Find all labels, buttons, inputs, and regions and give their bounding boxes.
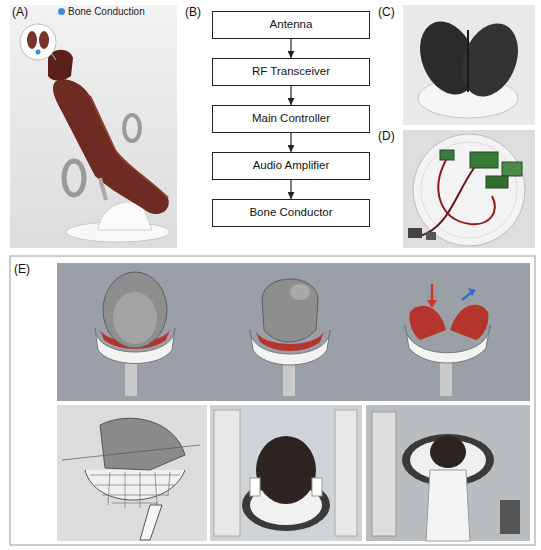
head-render-1 — [95, 272, 175, 396]
head-render-1-part — [113, 292, 157, 344]
circuit-photo-part — [403, 130, 535, 248]
legend-dot — [58, 8, 65, 15]
circuit-photo-part — [440, 150, 454, 160]
head-render-1-part — [125, 360, 137, 396]
device-photo-lying — [366, 405, 530, 541]
device-photo-top-part — [335, 410, 357, 536]
process-box: Main Controller — [212, 105, 370, 133]
device-photo-lying-part — [500, 500, 520, 534]
dental-chair-render-part — [20, 24, 56, 60]
mesh-render-part — [90, 475, 180, 503]
circuit-photo — [403, 130, 535, 248]
headrest-photo-part — [403, 5, 535, 125]
legend-entry: Bone Conduction — [58, 6, 145, 17]
head-render-3-part — [462, 292, 472, 300]
box-label: Bone Conductor — [249, 206, 332, 220]
head-render-3-part — [450, 305, 488, 340]
head-render-3-part — [427, 300, 437, 308]
headrest-photo — [403, 5, 535, 125]
dental-chair-render-part — [100, 178, 106, 200]
mesh-render-part — [57, 405, 207, 541]
device-photo-top — [210, 405, 362, 541]
dental-chair-render-part — [64, 161, 84, 195]
dental-chair-render — [10, 5, 177, 248]
dental-chair-render-part — [48, 50, 73, 81]
mesh-render-part — [108, 472, 170, 508]
box-label: RF Transceiver — [252, 65, 330, 79]
box-label: Antenna — [270, 18, 313, 32]
circuit-photo-part — [408, 228, 422, 238]
panel-label: (D) — [378, 129, 395, 143]
circuit-photo-part — [421, 142, 517, 238]
dental-chair-render-part — [39, 31, 49, 49]
process-box: Antenna — [212, 11, 370, 39]
headrest-photo-part — [467, 30, 469, 92]
circuit-photo-part — [426, 232, 436, 240]
device-photo-top-part — [214, 410, 240, 536]
mesh-render-part — [140, 505, 162, 540]
dental-chair-render-part — [36, 50, 41, 55]
circuit-photo-part — [486, 176, 508, 188]
panel-label: (B) — [185, 5, 201, 19]
process-box: Bone Conductor — [212, 199, 370, 227]
circuit-photo-part — [502, 162, 522, 176]
head-render-2 — [250, 279, 330, 396]
panel-e-frame-part — [57, 263, 530, 401]
legend-text: Bone Conduction — [68, 6, 145, 17]
device-photo-top-part — [256, 436, 316, 504]
process-box: Audio Amplifier — [212, 152, 370, 180]
device-photo-lying-part — [426, 470, 470, 541]
mesh-render-part — [100, 418, 185, 470]
panel-e-frame-part — [10, 256, 535, 545]
device-photo-lying-part — [430, 436, 466, 468]
head-render-3-part — [440, 360, 452, 396]
head-render-2-part — [262, 279, 318, 342]
circuit-photo-part — [470, 152, 498, 168]
device-photo-lying-part — [372, 412, 396, 536]
box-label: Main Controller — [252, 112, 330, 126]
headrest-photo-part — [452, 15, 529, 105]
process-box: RF Transceiver — [212, 58, 370, 86]
head-render-3-part — [409, 306, 446, 340]
flow-arrow — [290, 39, 291, 58]
dental-chair-render-part — [124, 115, 140, 141]
panel-label: (C) — [378, 5, 395, 19]
device-photo-top-part — [312, 478, 322, 496]
dental-chair-render-part — [53, 79, 169, 214]
head-render-3-part — [468, 288, 476, 296]
mesh-render-part — [62, 445, 200, 460]
device-photo-top-part — [210, 405, 362, 541]
dental-chair-render-part — [52, 54, 56, 60]
panel-label: (E) — [14, 262, 30, 276]
device-photo-top-part — [250, 478, 260, 496]
dental-chair-render-part — [10, 5, 177, 248]
panel-e-frame — [10, 256, 535, 545]
head-render-1-part — [103, 272, 167, 348]
dental-chair-render-part — [27, 31, 37, 49]
circuit-photo-part — [413, 134, 525, 246]
flow-arrow — [290, 133, 291, 152]
box-label: Audio Amplifier — [253, 159, 330, 173]
mesh-render — [57, 405, 207, 541]
head-render-3 — [405, 284, 490, 396]
flow-arrow — [290, 180, 291, 199]
circuit-photo-part — [420, 168, 474, 236]
flow-arrow — [290, 86, 291, 105]
panel-label: (A) — [12, 5, 28, 19]
head-render-2-part — [290, 284, 310, 300]
device-photo-lying-part — [366, 405, 530, 541]
